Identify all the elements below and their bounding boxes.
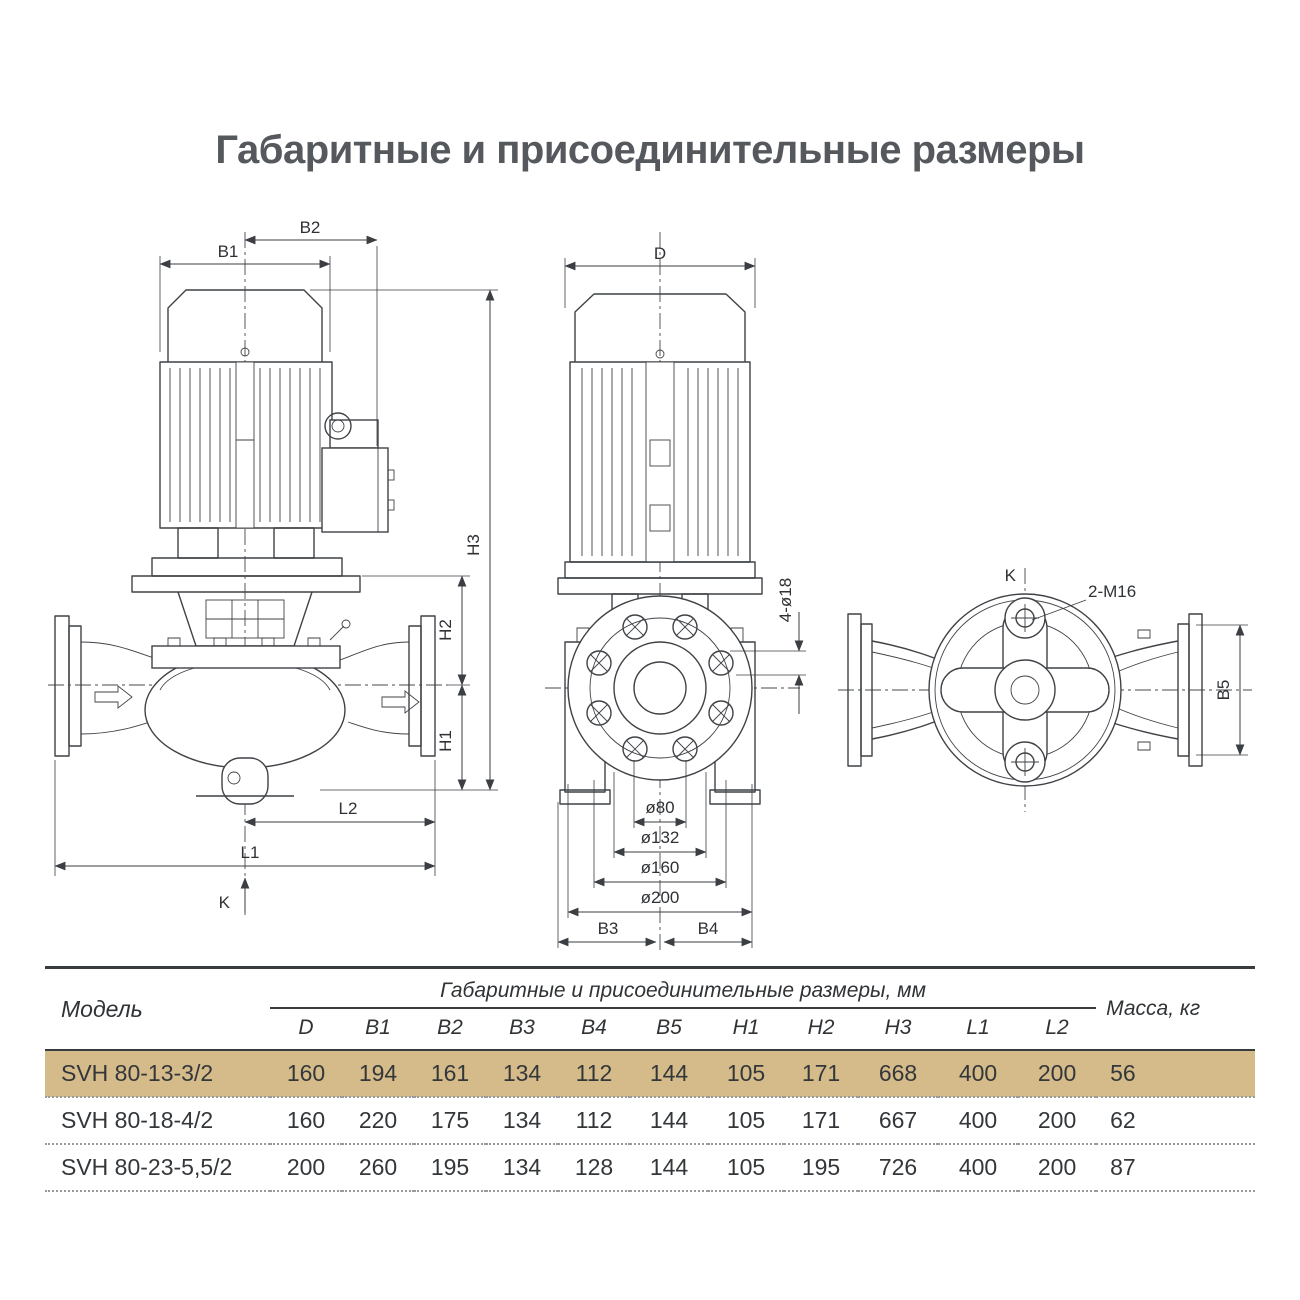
dim-label-b4: B4 [698,919,719,938]
table-row: SVH 80-18-4/2 160 220 175 134 112 144 10… [45,1097,1256,1144]
col-header-h2: H2 [784,1008,858,1051]
cell: 175 [430,1107,470,1133]
cell: 105 [726,1154,766,1180]
cell: 200 [286,1154,326,1180]
dimensions-table-zone: Модель Габаритные и присоединительные ра… [45,966,1256,1192]
page-title: Габаритные и присоединительные размеры [215,128,1085,172]
cell: 668 [878,1060,918,1086]
col-header-h1: H1 [708,1008,784,1051]
cell: 200 [1037,1154,1077,1180]
cell: 171 [801,1060,841,1086]
dim-label-h3: H3 [464,534,483,556]
cell: 667 [878,1107,918,1133]
col-header-l1: L1 [938,1008,1018,1051]
dim-label-dia200: ø200 [641,888,680,907]
model-cell: SVH 80-23-5,5/2 [61,1154,233,1180]
cell: 134 [502,1060,542,1086]
dim-label-d: D [654,244,666,263]
cell: 144 [649,1060,689,1086]
cell: 400 [958,1060,998,1086]
dim-label-h1: H1 [436,730,455,752]
mass-column-header: Масса, кг [1096,967,1256,1051]
col-header-b1: B1 [342,1008,414,1051]
dim-label-l2: L2 [339,799,358,818]
dim-label-l1: L1 [241,843,260,862]
dim-label-dia80: ø80 [645,798,674,817]
dim-label-dia132: ø132 [641,828,680,847]
cell: 194 [358,1060,398,1086]
cell: 726 [878,1154,918,1180]
mass-cell: 56 [1110,1060,1136,1086]
cell: 171 [801,1107,841,1133]
cell: 200 [1037,1107,1077,1133]
model-column-header: Модель [45,967,270,1051]
dim-label-k-side: K [219,893,231,912]
table-row: SVH 80-23-5,5/2 200 260 195 134 128 144 … [45,1144,1256,1191]
dim-label-h2: H2 [436,619,455,641]
dim-label-k-top: K [1005,566,1017,585]
side-view-drawing: B1 B2 H3 H2 H1 L2 L1 K [48,218,498,915]
dim-label-b2: B2 [300,218,321,237]
col-header-b4: B4 [558,1008,630,1051]
cell: 400 [958,1107,998,1133]
cell: 195 [430,1154,470,1180]
top-view-drawing: K 2-M16 B5 [838,566,1252,812]
model-cell: SVH 80-18-4/2 [61,1107,214,1133]
cell: 134 [502,1154,542,1180]
cell: 112 [575,1060,613,1086]
dim-label-b3: B3 [598,919,619,938]
technical-drawing: B1 B2 H3 H2 H1 L2 L1 K [48,218,1252,950]
col-header-b5: B5 [630,1008,708,1051]
dim-label-4xd18: 4-ø18 [776,578,795,622]
group-header: Габаритные и присоединительные размеры, … [270,967,1097,1009]
model-cell: SVH 80-13-3/2 [61,1060,214,1086]
mass-cell: 62 [1110,1107,1136,1133]
cell: 144 [649,1107,689,1133]
dim-label-b1: B1 [218,242,239,261]
cell: 112 [575,1107,613,1133]
col-header-b2: B2 [414,1008,486,1051]
dim-label-dia160: ø160 [641,858,680,877]
cell: 260 [358,1154,398,1180]
dimensions-table: Модель Габаритные и присоединительные ра… [45,966,1256,1192]
cell: 105 [726,1107,766,1133]
table-row: SVH 80-13-3/2 160 194 161 134 112 144 10… [45,1050,1256,1097]
cell: 160 [286,1060,326,1086]
cell: 220 [358,1107,398,1133]
cell: 195 [801,1154,841,1180]
cell: 105 [726,1060,766,1086]
cell: 134 [502,1107,542,1133]
cell: 128 [574,1154,614,1180]
col-header-h3: H3 [858,1008,938,1051]
front-view-drawing: D 4-ø18 ø80 ø132 ø160 ø200 B3 B4 [545,232,806,950]
mass-cell: 87 [1110,1154,1136,1180]
cell: 400 [958,1154,998,1180]
cell: 160 [286,1107,326,1133]
cell: 200 [1037,1060,1077,1086]
cell: 161 [430,1060,470,1086]
col-header-d: D [270,1008,342,1051]
cell: 144 [649,1154,689,1180]
col-header-b3: B3 [486,1008,558,1051]
col-header-l2: L2 [1018,1008,1097,1051]
dim-label-2m16: 2-M16 [1088,582,1136,601]
dim-label-b5: B5 [1214,680,1233,701]
